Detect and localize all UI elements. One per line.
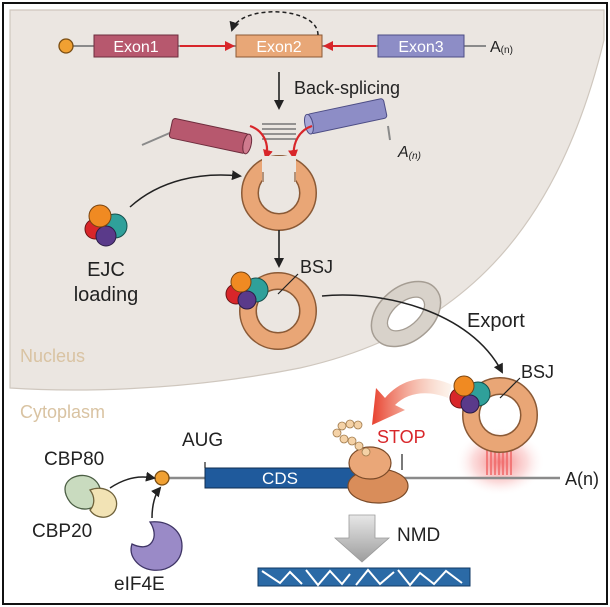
- circrna-cytoplasm: [449, 375, 538, 475]
- pre-mrna: Exon1 Exon2 Exon3 A(n): [58, 11, 513, 58]
- aug-label: AUG: [182, 430, 223, 451]
- polya-mrna: A(n): [565, 469, 599, 489]
- export-arrow: [321, 294, 503, 374]
- exon1-box: [93, 34, 179, 58]
- nucleus-label: Nucleus: [20, 346, 85, 366]
- splicing-intermediate: A(n): [141, 98, 421, 162]
- eif4e-icon: [130, 521, 183, 571]
- backsplice-dashed-arc: [229, 11, 319, 36]
- exon3-label: Exon3: [398, 39, 443, 56]
- mrna-cap-icon: [154, 470, 170, 486]
- nmd-label: NMD: [397, 525, 440, 546]
- nascent-peptide-icon: [332, 419, 371, 457]
- cap-icon: [58, 38, 74, 54]
- red-curve-left: [249, 124, 273, 160]
- cytoplasm-label: Cytoplasm: [20, 402, 105, 422]
- loading-label: loading: [74, 284, 139, 306]
- degraded-mrna-fragments: [257, 567, 471, 587]
- ribosome-icon: [347, 446, 409, 504]
- eif4e-arrow: [151, 486, 162, 519]
- ejc-complex-icon: [84, 204, 128, 247]
- export-label: Export: [467, 310, 525, 332]
- back-splicing-label: Back-splicing: [294, 78, 400, 98]
- exon1-label: Exon1: [113, 39, 158, 56]
- cbp80-label: CBP80: [44, 449, 104, 470]
- polya-top: A(n): [490, 39, 513, 56]
- bsj-label-nucleus: BSJ: [300, 257, 333, 277]
- ejc-label: EJC: [87, 259, 125, 281]
- nmd-arrow: [333, 514, 391, 563]
- exon2-label: Exon2: [256, 39, 301, 56]
- exon3-box: [377, 34, 465, 58]
- open-circular-rna: [241, 155, 317, 231]
- circrna-nucleus: [225, 271, 317, 350]
- exon2-box: [235, 34, 323, 58]
- cap-binding-complex-icon: [64, 474, 118, 518]
- bsj-label-cytoplasm: BSJ: [521, 362, 554, 382]
- ejc-loading-arrow: [129, 170, 242, 208]
- cbp-arrow: [109, 471, 156, 489]
- cbp20-label: CBP20: [32, 521, 92, 542]
- ejc-nmd-trigger-arrow: [372, 378, 452, 425]
- polya-intermediate: A(n): [397, 144, 421, 162]
- cds-label: CDS: [262, 469, 298, 488]
- eif4e-label: eIF4E: [114, 574, 165, 595]
- stop-label: STOP: [377, 427, 426, 447]
- red-curve-right: [288, 124, 313, 160]
